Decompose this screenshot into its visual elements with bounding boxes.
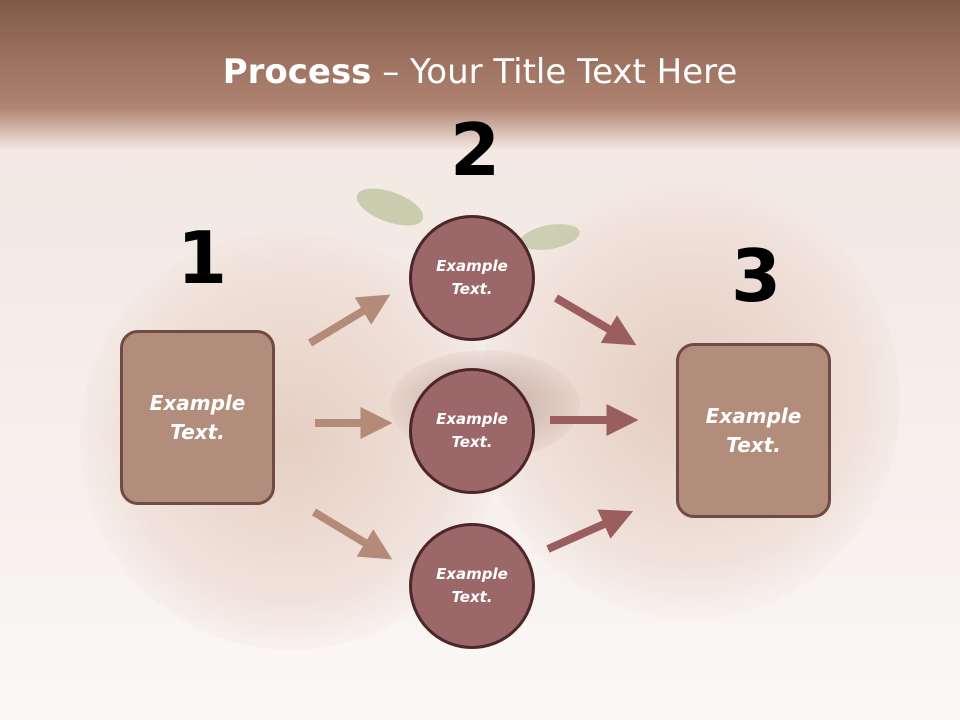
circle-bottom-label: Example Text.: [436, 565, 508, 606]
title-bold: Process: [222, 52, 372, 92]
arrow-top-to-3: [553, 294, 637, 346]
step-2-circle-middle[interactable]: Example Text.: [409, 368, 535, 494]
step-number-1: 1: [177, 216, 228, 300]
arrow-1-to-bottom: [311, 508, 393, 560]
title-rest: – Your Title Text Here: [371, 52, 738, 92]
circle-middle-label: Example Text.: [436, 410, 508, 451]
arrow-1-to-top: [307, 294, 391, 347]
step-3-box[interactable]: Example Text.: [676, 343, 831, 518]
step-3-label: Example Text.: [705, 403, 802, 457]
step-number-3: 3: [731, 234, 782, 318]
step-1-box[interactable]: Example Text.: [120, 330, 275, 505]
arrow-bottom-to-3: [546, 509, 634, 553]
slide-title: Process – Your Title Text Here: [0, 52, 960, 92]
step-1-label: Example Text.: [149, 390, 246, 444]
header-band: [0, 0, 960, 150]
step-number-2: 2: [450, 108, 501, 192]
step-2-circle-bottom[interactable]: Example Text.: [409, 523, 535, 649]
circle-top-label: Example Text.: [436, 257, 508, 298]
step-2-circle-top[interactable]: Example Text.: [409, 215, 535, 341]
